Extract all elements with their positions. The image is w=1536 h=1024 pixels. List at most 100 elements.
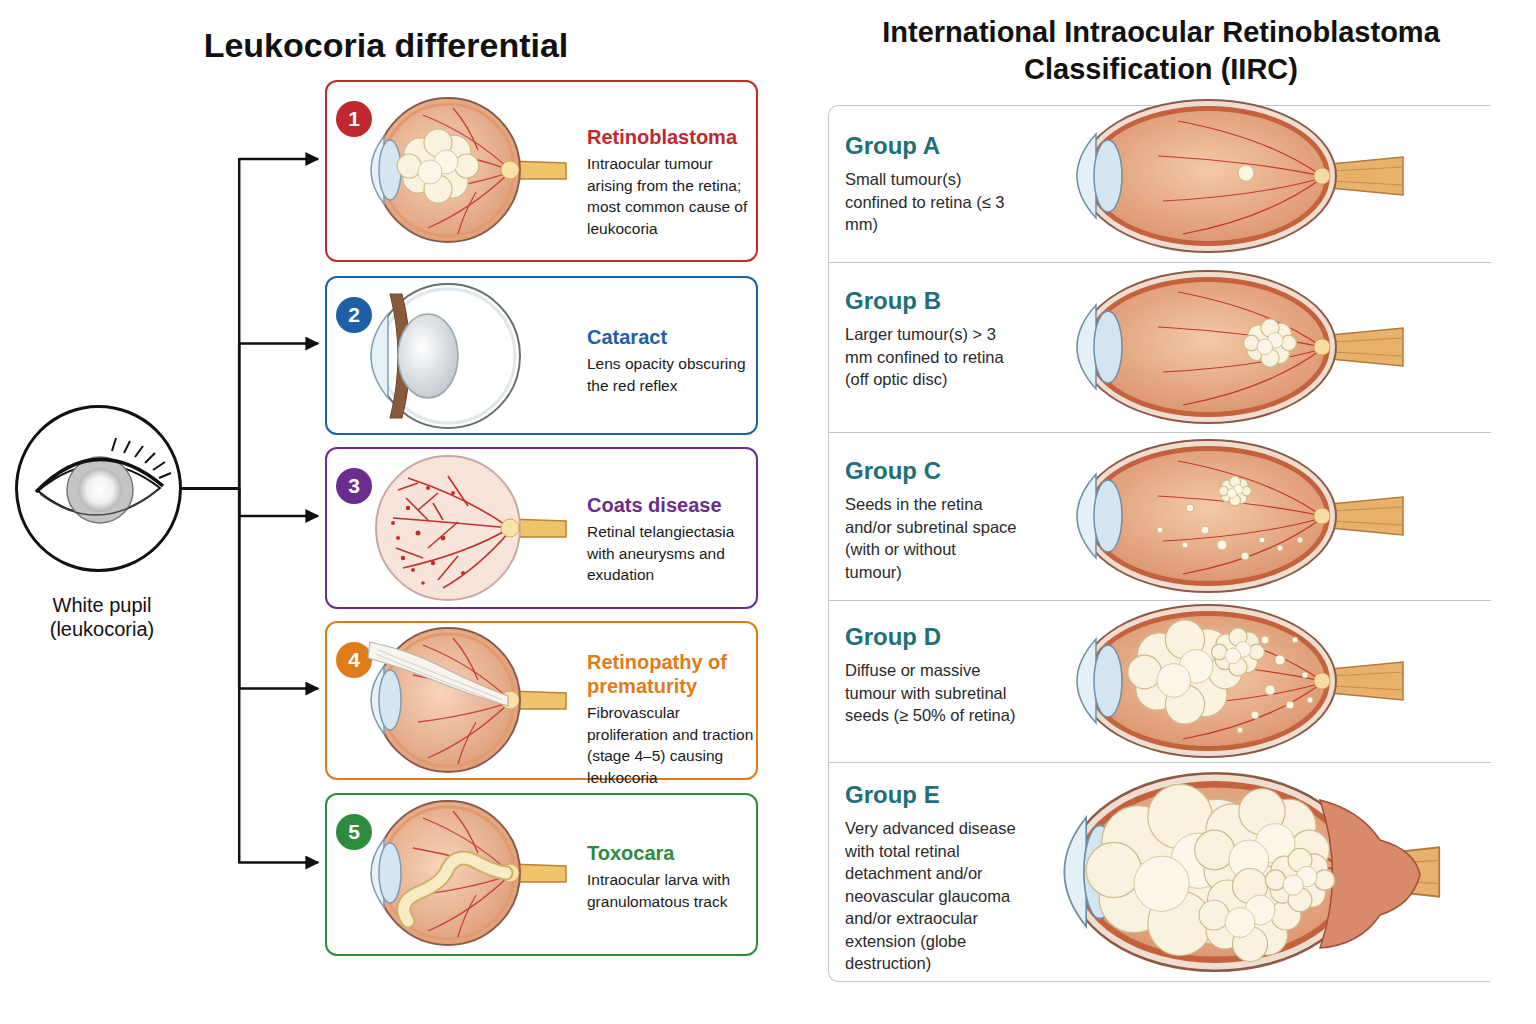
eye-icon [145,453,155,463]
eye-icon [159,473,171,478]
coats-fundus [391,486,465,585]
tumour-seeds [1217,540,1227,550]
branch-arrow [182,159,318,489]
callout-number: 2 [336,297,372,333]
panel-title: International Intraocular Retinoblastoma… [851,14,1471,88]
tumour-seeds [1275,655,1285,665]
cataract-eye [371,284,520,428]
box-body: Retinal telangiectasia with aneurysms an… [587,521,755,586]
tumour-blob [397,129,479,203]
eye-globe [371,801,566,945]
cataract-eye [381,289,515,423]
box-body: Lens opacity obscuring the red reflex [587,353,755,396]
tumour-blob [1265,848,1334,911]
eye-section [1077,440,1403,592]
coats-fundus [376,456,520,600]
leukocoria-circle: White pupil (leukocoria) [15,405,182,572]
tumour-blob [1211,628,1264,676]
group-heading: Group D [845,623,1017,651]
box-heading: Toxocara [587,841,755,865]
box-heading: Retinopathy of prematurity [587,650,755,698]
differential-box: 2CataractLens opacity obscuring the red … [325,276,758,435]
text-column: Group ASmall tumour(s) confined to retin… [845,132,1017,236]
eye-section [1064,773,1439,971]
text-column: ToxocaraIntraocular larva with granuloma… [587,841,755,912]
eye-icon [40,490,158,515]
group-row: Group E Very advanced disease with total … [829,763,1491,981]
tumour-blob [1219,476,1252,506]
eye-icon [135,446,143,457]
tumour-seeds [1277,545,1283,551]
tumour-seeds [1182,542,1188,548]
eye-icon [78,468,122,512]
coats-fundus [428,522,458,548]
box-body: Fibrovascular proliferation and traction… [587,702,755,788]
tumour-blob [1243,319,1296,367]
eye-icon [36,438,171,523]
text-column: Coats diseaseRetinal telangiectasia with… [587,493,755,586]
differential-box: 4Retinopathy of prematurityFibrovascular… [325,621,758,780]
coats-fundus [406,506,410,510]
branch-arrow [182,344,318,489]
coats-fundus [451,491,455,495]
larva-track [404,858,506,921]
group-body: Larger tumour(s) > 3 mm confined to reti… [845,323,1017,391]
group-row: Group ASmall tumour(s) confined to retin… [829,106,1491,263]
coats-fundus [393,476,510,588]
coats-fundus [441,536,446,541]
group-row: Group DDiffuse or massive tumour with su… [829,601,1491,763]
tumour-seeds [1302,672,1308,678]
tumour-seeds [1292,637,1298,643]
callout-number: 3 [336,468,372,504]
eye-icon [67,457,133,523]
eye-globe [371,98,566,242]
coats-fundus [396,536,400,540]
coats-fundus [398,483,418,490]
differential-box: 5ToxocaraIntraocular larva with granulom… [325,793,758,956]
coats-fundus [408,478,510,528]
coats-fundus [461,571,465,575]
fibrovascular-band [368,642,508,706]
text-column: Group CSeeds in the retina and/or subret… [845,457,1017,583]
branch-arrow [182,489,318,863]
coats-fundus [431,561,435,565]
coats-fundus [406,498,428,520]
coats-fundus [396,548,423,558]
box-body: Intraocular tumour arising from the reti… [587,153,755,239]
tumour-seeds [1186,504,1194,512]
extraocular-extension [1320,800,1420,948]
tumour-blob [1199,869,1301,962]
group-body: Very advanced disease with total retinal… [845,817,1017,975]
differential-box: 3Coats diseaseRetinal telangiectasia wit… [325,447,758,609]
tumour-seeds [1297,537,1303,543]
tumour-seeds [1241,552,1249,560]
tumour-seeds [1307,697,1313,703]
text-column: Retinopathy of prematurityFibrovascular … [587,650,755,788]
tumour-blob [1086,784,1274,955]
coats-fundus [391,521,395,525]
coats-fundus [376,456,566,600]
group-row: Group BLarger tumour(s) > 3 mm confined … [829,263,1491,433]
coats-fundus [433,503,443,520]
text-column: Group DDiffuse or massive tumour with su… [845,623,1017,727]
coats-fundus [401,556,405,560]
box-heading: Retinoblastoma [587,125,755,149]
classification-panel: International Intraocular Retinoblastoma… [828,105,1490,982]
coats-fundus [448,476,468,506]
page-title: Leukocoria differential [136,24,636,66]
coats-fundus [426,486,430,490]
tumour-seeds [1201,526,1209,534]
eye-section [1077,100,1403,252]
coats-fundus [411,568,415,572]
eye-globe [371,628,566,772]
tumour-dot [1238,165,1254,181]
cataract-eye [390,294,410,418]
group-heading: Group E [845,781,1017,809]
group-row: Group CSeeds in the retina and/or subret… [829,433,1491,601]
callout-number: 1 [336,101,372,137]
eye-icon [153,462,165,470]
eye-label: White pupil (leukocoria) [27,593,177,641]
text-column: Group BLarger tumour(s) > 3 mm confined … [845,287,1017,391]
